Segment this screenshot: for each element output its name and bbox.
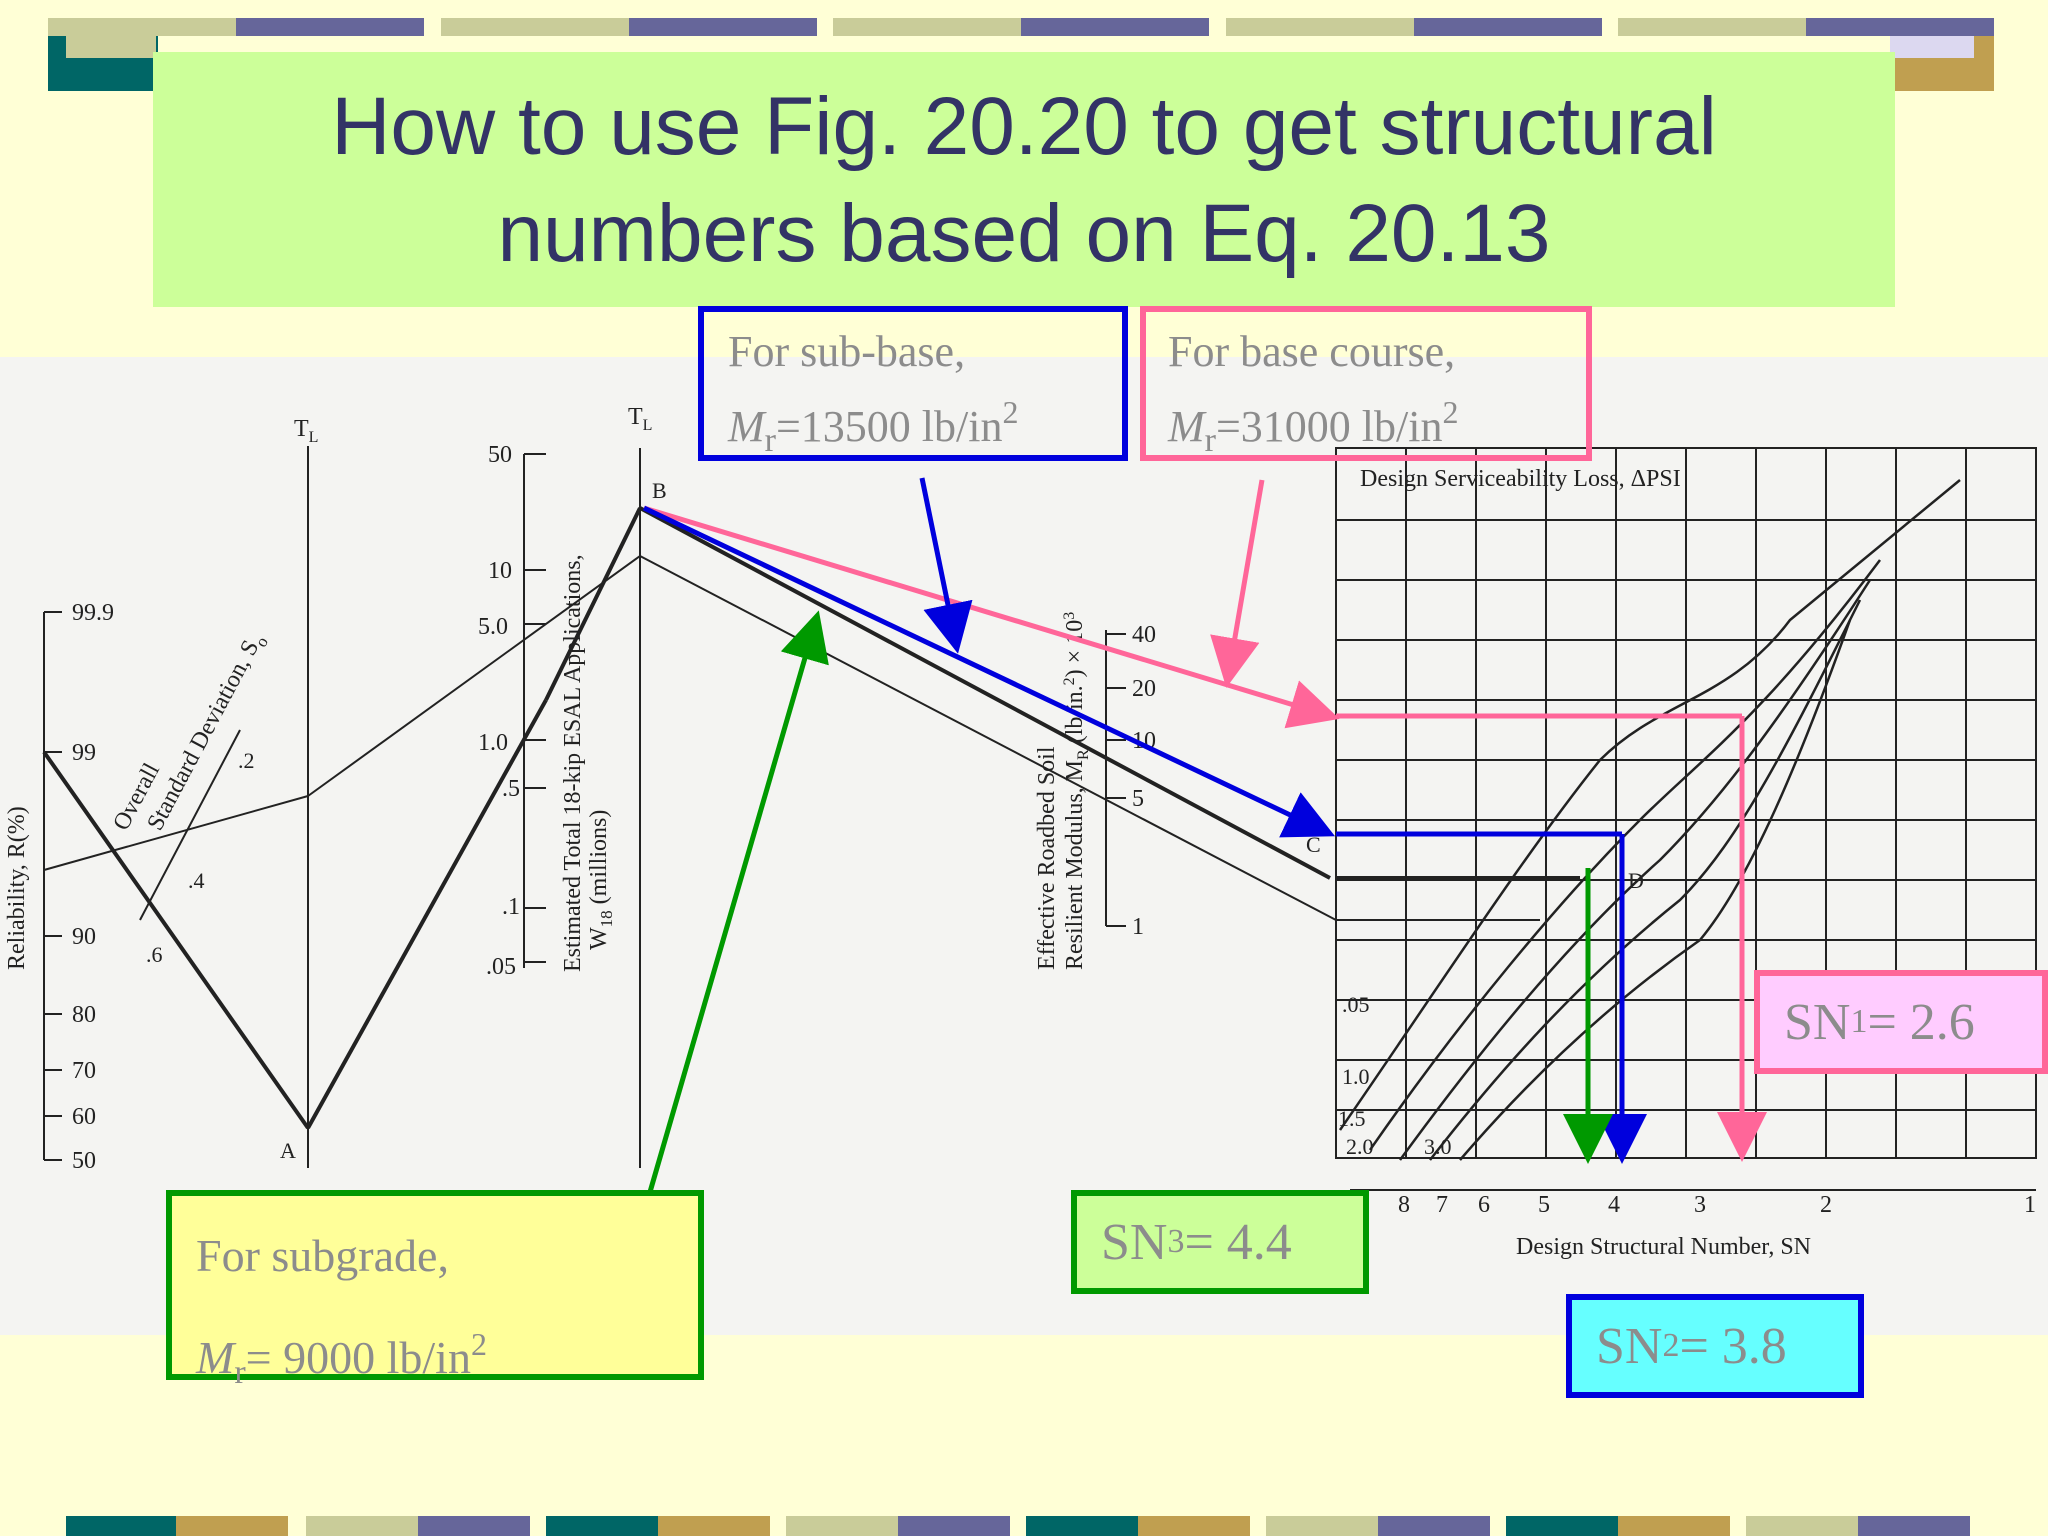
psi-value-label: 1.5 bbox=[1338, 1106, 1366, 1131]
sn-tick-label: 5 bbox=[1538, 1192, 1550, 1218]
esal-tick-label: .1 bbox=[502, 894, 520, 920]
blue-path bbox=[642, 477, 1647, 1164]
esal-tick-label: 50 bbox=[488, 442, 512, 468]
point-label-a: A bbox=[280, 1138, 296, 1163]
esal-axis-title-2: W18 (millions) bbox=[586, 810, 616, 950]
nomograph-svg: Design Serviceability Loss, ΔPSI .05 1.0… bbox=[4, 404, 2037, 1260]
esal-tick-label: 10 bbox=[488, 558, 512, 584]
psi-value-label: 1.0 bbox=[1342, 1064, 1370, 1089]
modulus-axis-title-1: Effective Roadbed Soil bbox=[1034, 746, 1060, 970]
psi-curves bbox=[1338, 479, 1961, 1161]
pink-path bbox=[643, 479, 1767, 1162]
psi-value-label: 2.0 bbox=[1346, 1134, 1374, 1159]
green-path bbox=[647, 610, 1613, 1193]
title-box: How to use Fig. 20.20 to get structural … bbox=[153, 52, 1895, 307]
reliability-tick-label: 50 bbox=[72, 1148, 96, 1174]
esal-tick-label: .5 bbox=[502, 776, 520, 802]
subgrade-heading: For subgrade, bbox=[196, 1230, 449, 1281]
modulus-tick-label: 5 bbox=[1132, 786, 1144, 812]
modulus-tick-label: 20 bbox=[1132, 676, 1156, 702]
esal-tick-label: 1.0 bbox=[478, 730, 508, 756]
reliability-scale bbox=[43, 611, 62, 1161]
turning-line-label: TL bbox=[294, 416, 318, 446]
footer-decoration bbox=[0, 1516, 2048, 1536]
subbase-value: Mr=13500 lb/in2 bbox=[728, 394, 1019, 459]
reliability-tick-label: 90 bbox=[72, 924, 96, 950]
sn-tick-label: 8 bbox=[1398, 1192, 1410, 1218]
sn-tick-label: 3 bbox=[1694, 1192, 1706, 1218]
reliability-axis-title: Reliability, R(%) bbox=[4, 806, 30, 970]
subgrade-value: Mr= 9000 lb/in2 bbox=[196, 1326, 487, 1391]
nomograph-figure: Design Serviceability Loss, ΔPSI .05 1.0… bbox=[0, 357, 2048, 1335]
psi-value-label: .05 bbox=[1342, 992, 1370, 1017]
modulus-scale bbox=[1105, 630, 1126, 927]
solution-lines bbox=[42, 506, 1580, 1130]
std-dev-tick-label: .2 bbox=[238, 748, 255, 773]
subbase-callout: For sub-base, Mr=13500 lb/in2 bbox=[698, 306, 1128, 461]
sn-tick-label: 7 bbox=[1436, 1192, 1448, 1218]
psi-value-label: 3.0 bbox=[1424, 1134, 1452, 1159]
std-dev-tick-label: .4 bbox=[188, 868, 205, 893]
turning-line-label: TL bbox=[628, 404, 652, 434]
header-decoration bbox=[0, 0, 2048, 100]
sn-tick-label: 4 bbox=[1608, 1192, 1620, 1218]
esal-tick-label: 5.0 bbox=[478, 614, 508, 640]
sn-tick-label: 2 bbox=[1820, 1192, 1832, 1218]
subgrade-callout: For subgrade, Mr= 9000 lb/in2 bbox=[166, 1190, 704, 1391]
reliability-tick-label: 99 bbox=[72, 740, 96, 766]
psi-axis-title: Design Serviceability Loss, ΔPSI bbox=[1360, 466, 1681, 492]
reliability-tick-label: 99.9 bbox=[72, 600, 114, 626]
reliability-tick-label: 80 bbox=[72, 1002, 96, 1028]
point-label-b: B bbox=[652, 478, 667, 503]
point-label-d: D bbox=[1628, 868, 1644, 893]
point-label-c: C bbox=[1306, 832, 1321, 857]
base-course-heading: For base course, bbox=[1168, 327, 1456, 376]
modulus-tick-label: 1 bbox=[1132, 914, 1144, 940]
base-course-callout: For base course, Mr=31000 lb/in2 bbox=[1140, 306, 1592, 461]
sn-tick-label: 6 bbox=[1478, 1192, 1490, 1218]
subbase-heading: For sub-base, bbox=[728, 327, 966, 376]
sn-tick-label: 1 bbox=[2024, 1192, 2036, 1218]
grid-chart bbox=[1335, 447, 2037, 1159]
esal-tick-label: .05 bbox=[486, 954, 516, 980]
std-dev-tick-label: .6 bbox=[146, 942, 163, 967]
modulus-tick-label: 40 bbox=[1132, 622, 1156, 648]
std-dev-scale bbox=[139, 729, 241, 921]
sn-axis-title: Design Structural Number, SN bbox=[1516, 1234, 1811, 1260]
base-course-value: Mr=31000 lb/in2 bbox=[1168, 394, 1459, 459]
page-title-line-1: How to use Fig. 20.20 to get structural bbox=[331, 80, 1717, 172]
reliability-tick-label: 70 bbox=[72, 1058, 96, 1084]
esal-scale bbox=[523, 453, 546, 968]
page-title-line-2: numbers based on Eq. 20.13 bbox=[497, 187, 1551, 279]
reliability-tick-label: 60 bbox=[72, 1104, 96, 1130]
